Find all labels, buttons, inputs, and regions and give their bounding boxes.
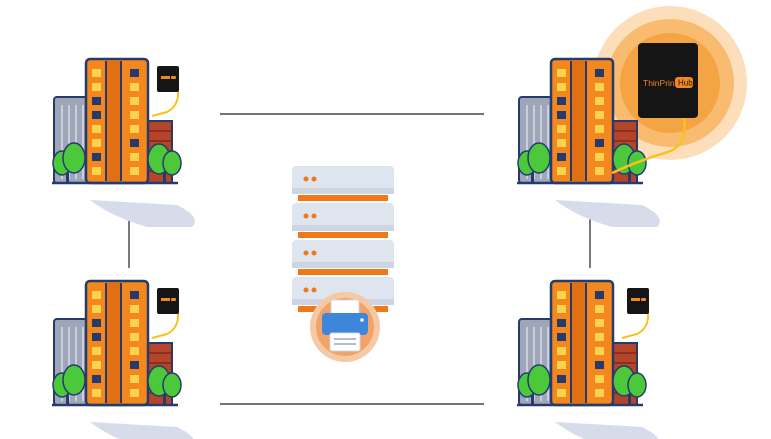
hub-device-icon	[151, 65, 180, 117]
printer-icon	[310, 292, 380, 362]
site-bottom-right	[515, 279, 662, 439]
hub-device-icon	[151, 287, 180, 339]
server-unit	[292, 203, 394, 238]
hub-device-icon	[621, 287, 650, 339]
hub-device-large-icon: ThinPrint Hub	[611, 43, 698, 175]
server-unit	[292, 240, 394, 275]
server-stack	[292, 166, 394, 312]
hub-brand-text: ThinPrint	[643, 78, 678, 88]
server-unit	[292, 166, 394, 201]
hub-badge-text: Hub	[678, 79, 693, 88]
site-bottom-left	[50, 279, 197, 439]
site-top-left	[50, 57, 197, 229]
